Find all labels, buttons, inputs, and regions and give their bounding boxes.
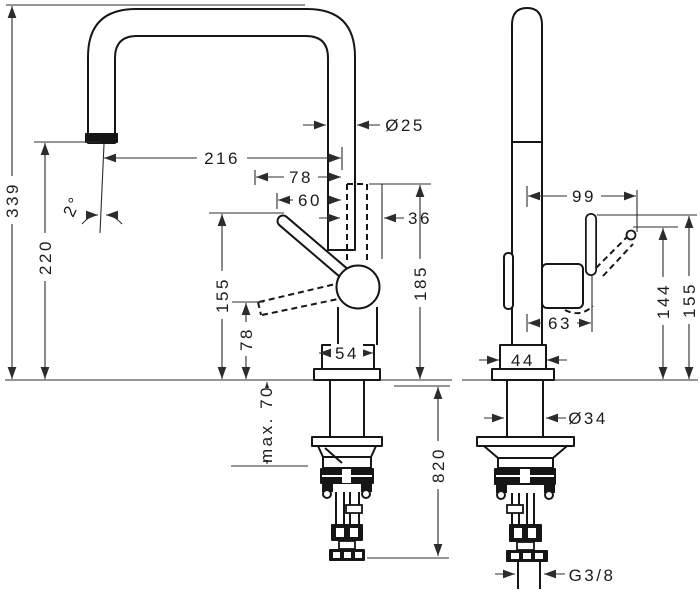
- dim-label-144: 144: [654, 283, 673, 319]
- dim-connection-thread: G3/8: [495, 566, 616, 585]
- handle-lever: [276, 214, 352, 281]
- dim-label-220: 220: [36, 239, 55, 275]
- dim-label-44: 44: [511, 351, 535, 370]
- dimensions-front: 339 220 216 78: [3, 6, 450, 559]
- dim-label-99: 99: [572, 187, 596, 206]
- dim-label-185: 185: [411, 265, 430, 301]
- dim-handle-reach: 99: [526, 186, 638, 232]
- dim-label-339: 339: [3, 182, 22, 218]
- spout-outline: [87, 8, 356, 251]
- dim-shank-diameter: Ø34: [484, 409, 608, 428]
- side-handle-swung-dashed: [595, 229, 637, 277]
- dim-label-216: 216: [204, 149, 240, 168]
- dim-spray-angle: 2°: [59, 193, 123, 225]
- dim-reach-78: 78: [254, 168, 341, 187]
- dim-label-54: 54: [335, 344, 359, 363]
- side-mounting-shank: [506, 379, 544, 438]
- dim-max-counter-thickness: max. 70: [231, 382, 308, 467]
- dim-height-155-side: 155: [597, 214, 699, 379]
- dim-reach-60: 60: [276, 191, 341, 210]
- side-view: [476, 7, 637, 589]
- dim-total-height: 339: [3, 6, 22, 379]
- dim-label-60: 60: [298, 191, 322, 210]
- dim-base-depth: 44: [479, 351, 567, 370]
- dim-label-63: 63: [548, 314, 572, 333]
- dim-spout-diameter: Ø25: [303, 116, 425, 135]
- hidden-pipe-dashed: [346, 183, 368, 264]
- dim-height-185: 185: [369, 183, 431, 379]
- dim-body-depth: 63: [526, 276, 593, 333]
- cartridge-housing: [541, 263, 584, 309]
- supply-hoses: [329, 492, 365, 561]
- dim-outlet-height: 220: [34, 141, 101, 379]
- dim-label-2deg: 2°: [59, 193, 85, 220]
- side-supply-hoses: [506, 493, 548, 589]
- side-mounting-hardware: [494, 468, 556, 500]
- dimensions-side: 99 63 44 144: [479, 186, 699, 585]
- aerator-cap: [85, 133, 118, 143]
- dim-label-d25: Ø25: [385, 116, 425, 135]
- dim-label-155-front: 155: [213, 277, 232, 313]
- dim-label-155-side: 155: [680, 282, 699, 318]
- dim-label-78h: 78: [289, 168, 313, 187]
- dim-height-144: 144: [633, 226, 678, 379]
- dim-label-g38: G3/8: [569, 566, 616, 585]
- pivot-ball: [335, 264, 381, 310]
- dim-label-max70: max. 70: [257, 385, 276, 463]
- dim-label-78v: 78: [237, 327, 256, 351]
- dim-spout-reach: 216: [104, 147, 343, 170]
- side-pipe: [511, 7, 543, 346]
- dim-hose-length: 820: [367, 385, 450, 559]
- mounting-hardware: [320, 468, 374, 499]
- front-view: [85, 8, 383, 561]
- dim-base-width: 54: [319, 344, 373, 363]
- dim-height-78: 78: [232, 301, 264, 379]
- dim-height-155-front: 155: [209, 212, 284, 379]
- dim-label-820: 820: [429, 447, 448, 483]
- handle-lever-lowered-dashed: [257, 282, 344, 316]
- mounting-shank: [329, 379, 365, 438]
- dim-label-d34: Ø34: [568, 409, 608, 428]
